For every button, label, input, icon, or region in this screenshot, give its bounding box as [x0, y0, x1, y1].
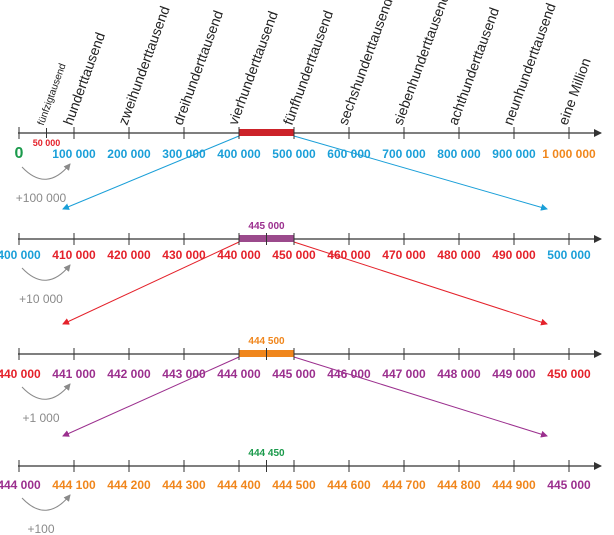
tick-label: 444 500 [272, 478, 316, 492]
step-arc [21, 264, 71, 281]
step-arc [21, 163, 71, 180]
tick-label: 1 000 000 [542, 147, 596, 161]
number-line: 444 500 440 000 441 000 442 000 443 000 444 0… [0, 336, 602, 425]
number-word-label: neunhunderttausend [500, 1, 559, 127]
zoom-arrow-right [293, 356, 548, 438]
tick-label: 410 000 [52, 248, 96, 262]
number-word-label: fünfhunderttausend [280, 8, 336, 127]
number-word-label: sechshunderttausend [335, 0, 396, 127]
zoom-arrows [62, 135, 548, 438]
number-word-label: vierhunderttausend [225, 9, 281, 127]
tick-label: 100 000 [52, 147, 96, 161]
tick-label: 449 000 [492, 367, 536, 381]
tick-label: 420 000 [107, 248, 151, 262]
tick-label: 444 100 [52, 478, 96, 492]
tick-label: 440 000 [217, 248, 261, 262]
number-word-label: hunderttausend [60, 30, 108, 127]
tick-label: 450 000 [272, 248, 316, 262]
step-arc [21, 494, 71, 511]
tick-label: 440 000 [0, 367, 41, 381]
tick-label: 444 400 [217, 478, 261, 492]
tick-label: 445 000 [272, 367, 316, 381]
step-label: +100 [27, 522, 54, 535]
tick-label: 444 200 [107, 478, 151, 492]
number-line: 50 000 0 100 000 200 000 300 000 400 000 500 0… [15, 127, 602, 205]
tick-label: 444 600 [327, 478, 371, 492]
tick-label: 441 000 [52, 367, 96, 381]
tick-label: 460 000 [327, 248, 371, 262]
tick-label: 500 000 [272, 147, 316, 161]
number-word-label: siebenhunderttausend [390, 0, 452, 127]
tick-label: 444 800 [437, 478, 481, 492]
tick-label: 500 000 [547, 248, 591, 262]
number-lines: 50 000 0 100 000 200 000 300 000 400 000 500 0… [0, 127, 602, 535]
tick-label: 300 000 [162, 147, 206, 161]
tick-label: 444 300 [162, 478, 206, 492]
zoom-arrow-left [62, 356, 240, 437]
tick-label: 470 000 [382, 248, 426, 262]
number-word-label: eine Million [555, 56, 594, 127]
tick-label: 0 [15, 145, 24, 162]
tick-label: 446 000 [327, 367, 371, 381]
zoom-arrow-right [293, 241, 548, 326]
highlight-segment [239, 129, 294, 136]
zoom-arrow-left [62, 241, 240, 325]
tick-label: 200 000 [107, 147, 151, 161]
tick-label: 800 000 [437, 147, 481, 161]
number-word-label: zweihunderttausend [115, 4, 173, 127]
tick-label: 444 000 [217, 367, 261, 381]
tick-label: 444 900 [492, 478, 536, 492]
tick-label: 900 000 [492, 147, 536, 161]
number-line: 445 000 400 000 410 000 420 000 430 000 440 0… [0, 221, 602, 306]
tick-label: 445 000 [547, 478, 591, 492]
tick-label: 444 700 [382, 478, 426, 492]
tick-label: 448 000 [437, 367, 481, 381]
step-label: +100 000 [16, 191, 67, 205]
number-word-label: achthunderttausend [445, 5, 502, 127]
tick-label: 430 000 [162, 248, 206, 262]
tick-label: 443 000 [162, 367, 206, 381]
number-line: 444 450 444 000 444 100 444 200 444 300 444 4… [0, 448, 602, 535]
marker-label: 444 450 [248, 448, 285, 459]
step-label: +1 000 [22, 411, 59, 425]
tick-label: 444 000 [0, 478, 41, 492]
zoom-arrow-left [62, 135, 240, 210]
marker-label: 445 000 [248, 221, 285, 232]
tick-label: 600 000 [327, 147, 371, 161]
tick-label: 400 000 [217, 147, 261, 161]
tick-label: 447 000 [382, 367, 426, 381]
zoom-arrow-right [293, 135, 548, 211]
number-word-label: dreihunderttausend [170, 8, 226, 127]
tick-label: 442 000 [107, 367, 151, 381]
tick-label: 700 000 [382, 147, 426, 161]
tick-label: 400 000 [0, 248, 41, 262]
tick-label: 480 000 [437, 248, 481, 262]
minor-tick-label: 50 000 [33, 138, 61, 148]
marker-label: 444 500 [248, 336, 285, 347]
step-arc [21, 383, 71, 400]
tick-label: 490 000 [492, 248, 536, 262]
step-label: +10 000 [19, 292, 63, 306]
tick-label: 450 000 [547, 367, 591, 381]
